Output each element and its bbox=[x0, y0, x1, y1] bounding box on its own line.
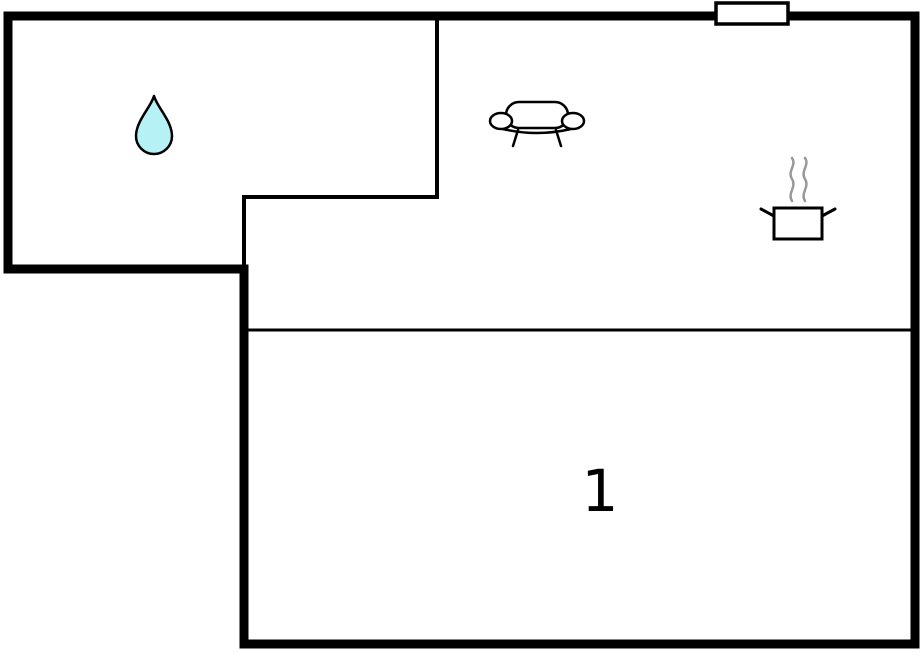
water-droplet-shape bbox=[134, 94, 174, 156]
sofa-seat bbox=[501, 127, 573, 135]
cooking-pot-icon bbox=[759, 156, 837, 241]
room-label: 1 bbox=[582, 457, 619, 525]
window-marker bbox=[714, 1, 790, 26]
pot-handle-left bbox=[759, 207, 776, 218]
pot-handle-right bbox=[820, 207, 837, 218]
steam-line-left bbox=[789, 156, 795, 203]
sofa-armrest-right bbox=[560, 111, 586, 131]
exterior-walls bbox=[3, 11, 920, 649]
steam-line-right bbox=[802, 156, 808, 203]
sofa-armrest-left bbox=[488, 111, 514, 131]
pot-body bbox=[772, 206, 824, 241]
sofa-backrest bbox=[504, 100, 570, 130]
sofa-icon bbox=[488, 100, 586, 148]
water-droplet-icon bbox=[134, 94, 174, 156]
